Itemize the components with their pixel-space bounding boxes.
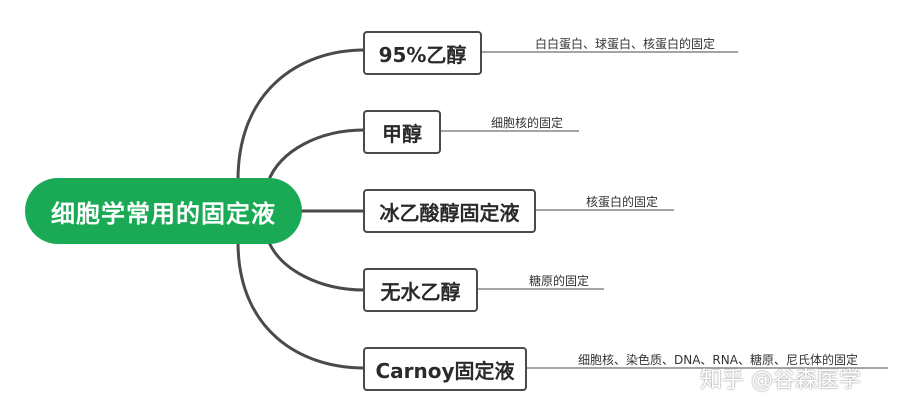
root-topic: 细胞学常用的固定液 <box>25 178 302 244</box>
branch-node-acetic-alcohol: 冰乙酸醇固定液 <box>363 189 536 233</box>
connector-branch-2 <box>266 128 366 184</box>
branch-note-carnoy: 细胞核、染色质、DNA、RNA、糖原、尼氏体的固定 <box>578 353 858 367</box>
branch-node-label: Carnoy固定液 <box>375 358 515 383</box>
branch-note-absolute-ethanol: 糖原的固定 <box>529 274 590 288</box>
branch-node-label: 甲醇 <box>382 121 422 146</box>
branch-note-acetic-alcohol: 核蛋白的固定 <box>586 195 659 209</box>
connector-branch-4 <box>266 238 366 292</box>
branch-node-methanol: 甲醇 <box>363 110 441 154</box>
branch-note-methanol: 细胞核的固定 <box>491 116 564 130</box>
watermark: 知乎 @谷森医学 <box>700 368 861 393</box>
branch-node-label: 95%乙醇 <box>378 42 467 67</box>
branch-node-label: 冰乙酸醇固定液 <box>379 200 520 225</box>
root-topic-label: 细胞学常用的固定液 <box>51 199 276 228</box>
connector-branch-1 <box>236 48 366 182</box>
connector-branch-5 <box>236 240 366 370</box>
branch-node-label: 无水乙醇 <box>380 279 461 304</box>
branch-node-carnoy: Carnoy固定液 <box>363 347 527 391</box>
branch-node-absolute-ethanol: 无水乙醇 <box>363 268 478 312</box>
branch-note-ethanol-95: 白白蛋白、球蛋白、核蛋白的固定 <box>535 37 716 51</box>
branch-node-ethanol-95: 95%乙醇 <box>363 31 482 75</box>
